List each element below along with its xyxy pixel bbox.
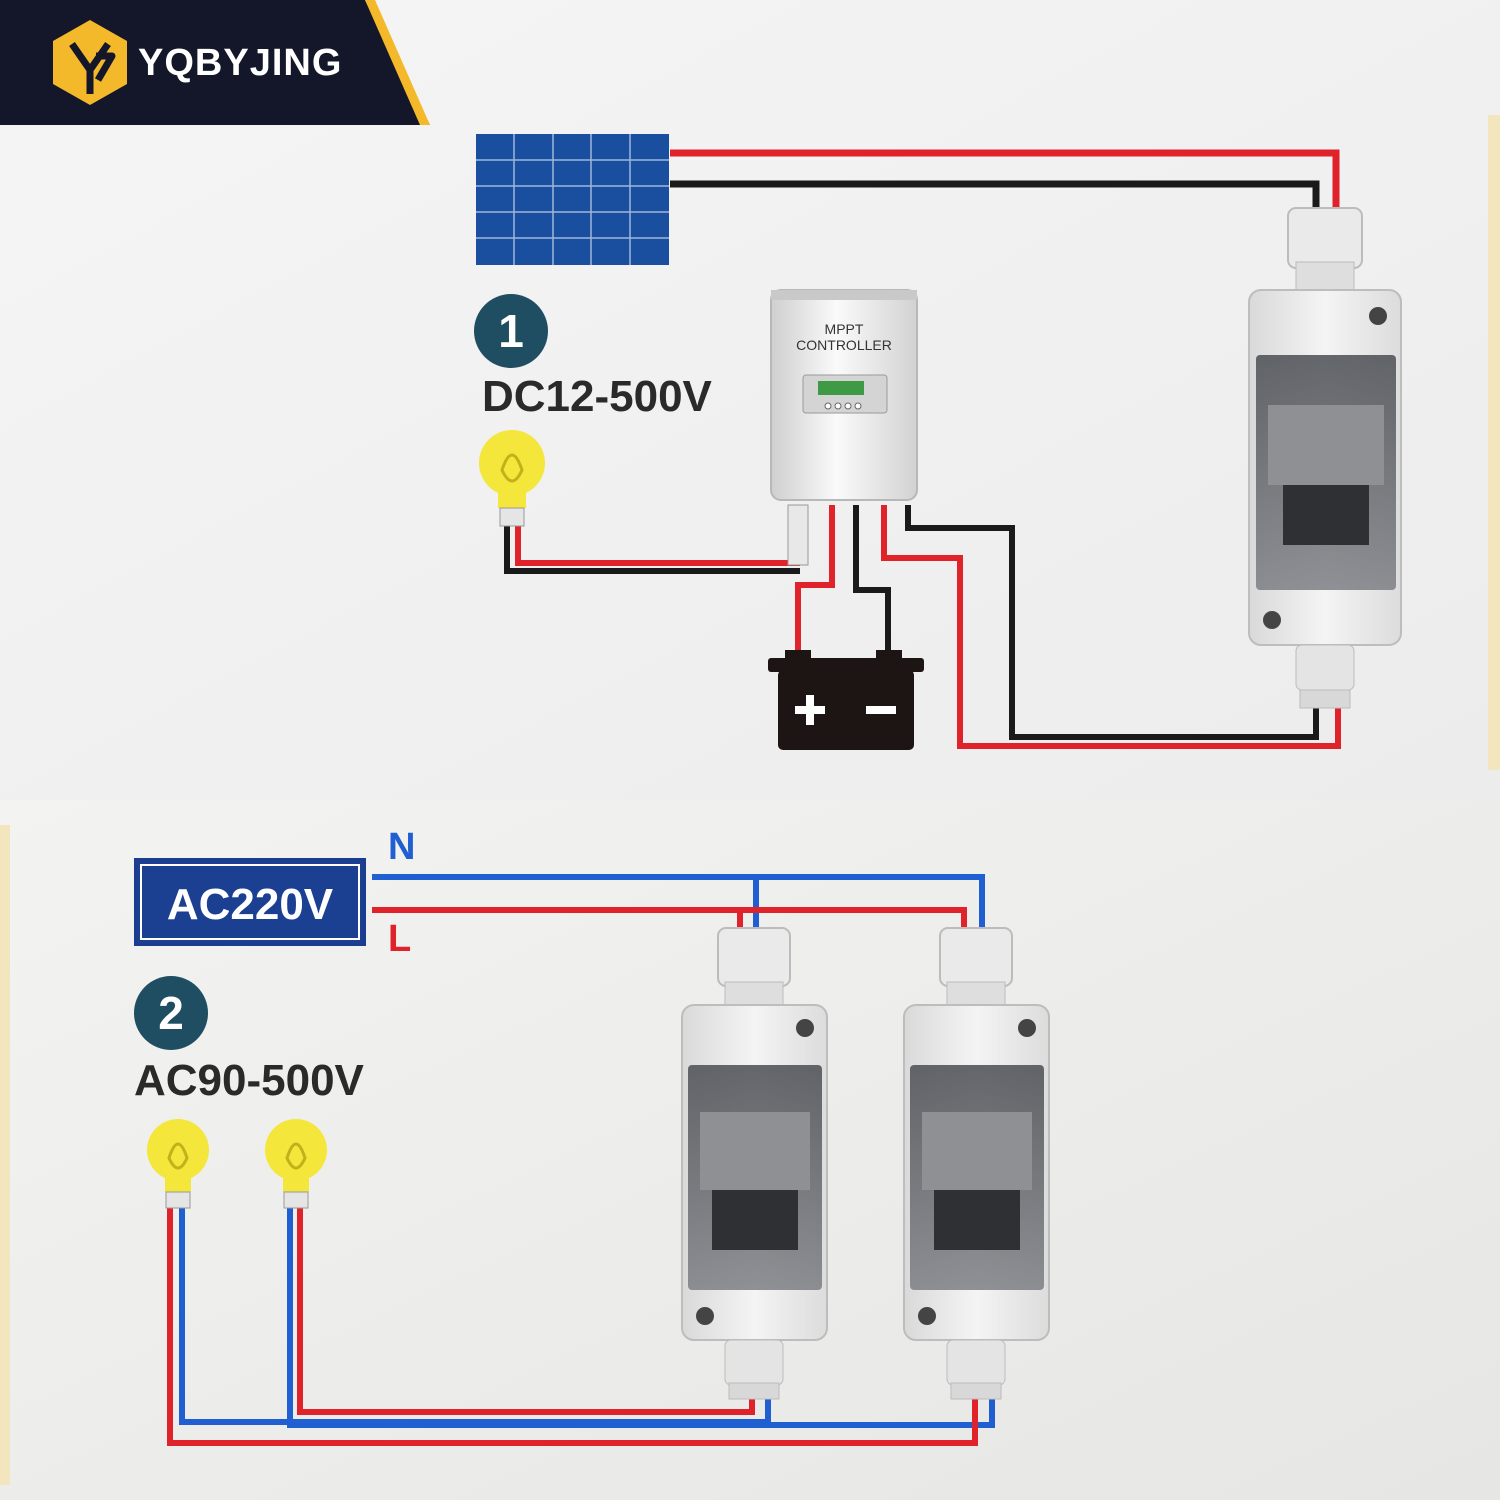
left-edge-accent bbox=[0, 825, 10, 1485]
brand-logo-icon bbox=[53, 20, 127, 105]
solar-panel-icon bbox=[476, 134, 669, 265]
live-label: L bbox=[388, 918, 412, 960]
mppt-label: MPPT CONTROLLER bbox=[771, 321, 917, 353]
light-bulb-icon bbox=[479, 430, 545, 527]
neutral-label: N bbox=[388, 826, 416, 868]
breaker-enclosure-icon bbox=[903, 927, 1050, 1400]
ac-voltage-label: AC90-500V bbox=[134, 1056, 364, 1105]
dc-voltage-label: DC12-500V bbox=[482, 372, 712, 421]
breaker-enclosure-icon bbox=[1248, 207, 1402, 709]
battery-icon bbox=[768, 650, 924, 750]
breaker-enclosure-icon bbox=[681, 927, 828, 1400]
mppt-label-line2: CONTROLLER bbox=[796, 337, 892, 353]
mppt-controller-icon bbox=[770, 289, 918, 566]
light-bulb-icon bbox=[265, 1119, 327, 1209]
step-badge-1: 1 bbox=[474, 294, 548, 368]
light-bulb-icon bbox=[147, 1119, 209, 1209]
bottom-wires bbox=[167, 874, 995, 1446]
brand-name: YQBYJING bbox=[138, 42, 343, 84]
mppt-label-line1: MPPT bbox=[824, 321, 864, 337]
ac-source-box: AC220V bbox=[134, 858, 366, 946]
brand-bar-accent bbox=[365, 0, 430, 125]
step-badge-2: 2 bbox=[134, 976, 208, 1050]
top-wires bbox=[504, 149, 1341, 749]
right-edge-accent bbox=[1488, 115, 1500, 770]
